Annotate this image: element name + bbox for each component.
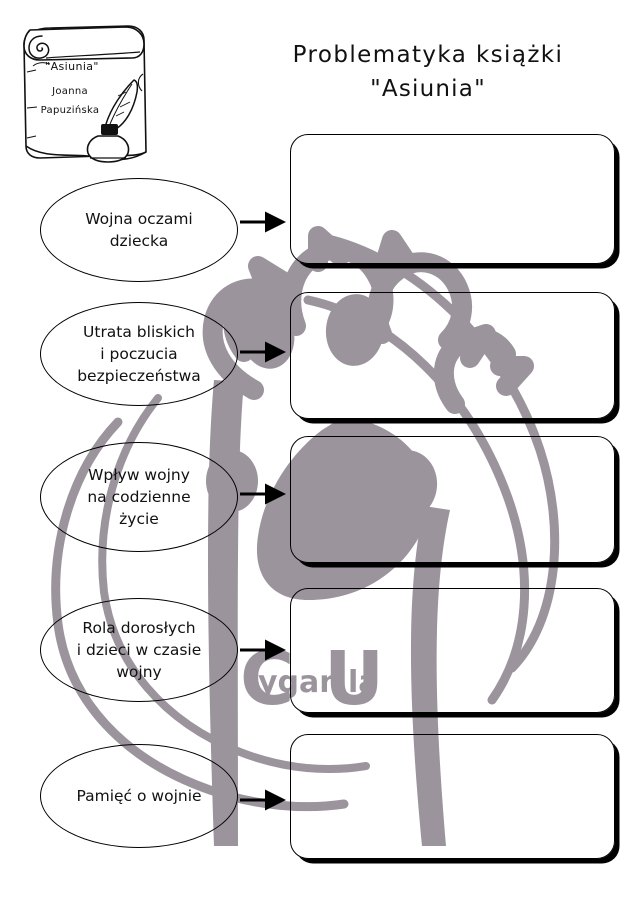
inkwell-icon: [86, 124, 130, 163]
scroll-author-first-name: Joanna: [52, 86, 88, 97]
topic-ellipse-1[interactable]: Wojna oczami dziecka: [40, 178, 238, 282]
scroll-author-last-name: Papuzińska: [40, 105, 100, 116]
topic-label-1: Wojna oczami dziecka: [85, 210, 193, 250]
title-line-2: "Asiunia": [370, 76, 486, 102]
scroll-book-title: "Asiunia": [45, 60, 99, 73]
topic-ellipse-2[interactable]: Utrata bliskich i poczucia bezpieczeństw…: [40, 302, 238, 406]
book-scroll-illustration: "Asiunia" Joanna Papuzińska: [6, 12, 166, 172]
scroll-icon: [23, 25, 147, 163]
page-title: Problematyka książki "Asiunia": [228, 38, 628, 106]
title-line-1: Problematyka książki: [292, 42, 564, 68]
topic-label-2: Utrata bliskich i poczucia bezpieczeństw…: [77, 323, 201, 385]
